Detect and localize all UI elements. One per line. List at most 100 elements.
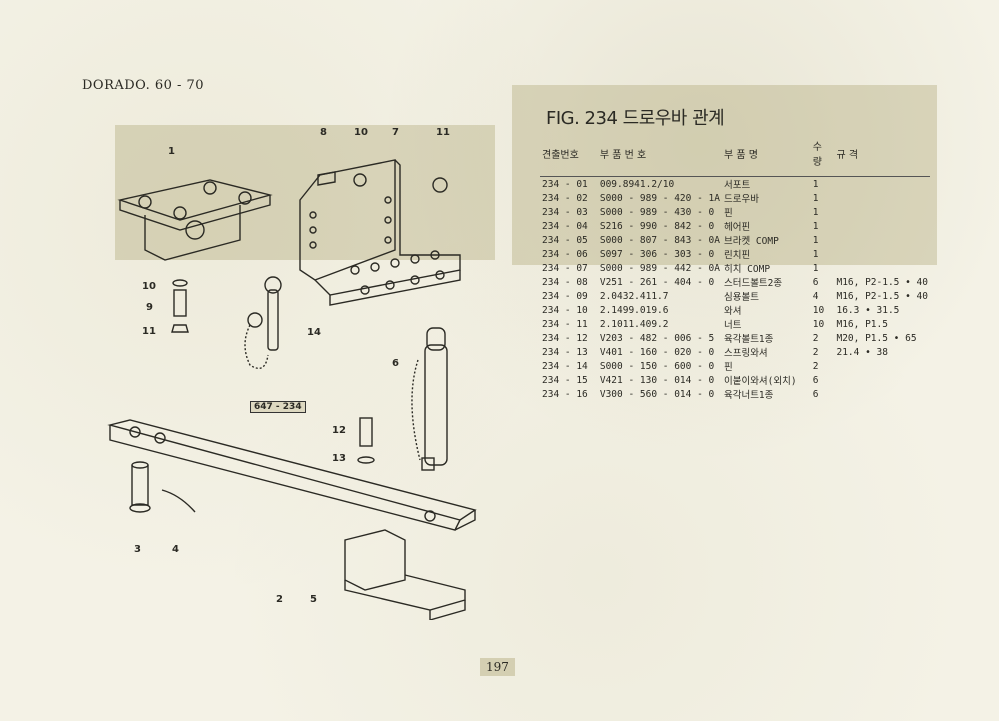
callout-3: 3 bbox=[134, 544, 141, 555]
table-cell: 이붙이와셔(외치) bbox=[723, 376, 797, 387]
callout-14: 14 bbox=[307, 327, 321, 338]
table-cell: S097 - 306 - 303 - 0 bbox=[599, 248, 715, 260]
table-cell: 234 - 07 bbox=[542, 262, 588, 274]
table-cell: 드로우바 bbox=[723, 194, 759, 205]
table-cell: 234 - 15 bbox=[542, 374, 588, 386]
figure-reference: 647 - 234 bbox=[250, 401, 306, 413]
support-plate bbox=[117, 179, 273, 261]
table-cell: 1 bbox=[812, 248, 819, 260]
table-cell: 2.0432.411.7 bbox=[599, 290, 669, 302]
table-cell bbox=[834, 233, 930, 247]
pin-with-chain bbox=[244, 276, 282, 369]
table-cell: 234 - 05 bbox=[542, 234, 588, 246]
hitch-comp bbox=[411, 327, 448, 471]
callout-7: 7 bbox=[392, 127, 399, 138]
table-cell: 2 bbox=[812, 332, 819, 344]
pin bbox=[129, 461, 151, 513]
scan-shade-left bbox=[115, 125, 495, 260]
table-cell: 육각너트1종 bbox=[723, 390, 774, 401]
table-cell: 스프링와셔 bbox=[723, 348, 768, 359]
hex-bolt bbox=[359, 417, 373, 447]
table-cell: V251 - 261 - 404 - 0 bbox=[599, 276, 715, 288]
table-cell: 234 - 13 bbox=[542, 346, 588, 358]
table-cell: 육각볼트1종 bbox=[723, 334, 774, 345]
table-cell bbox=[834, 219, 930, 233]
callout-10-b: 10 bbox=[142, 281, 156, 292]
callout-8: 8 bbox=[320, 127, 327, 138]
table-cell: 2.1499.019.6 bbox=[599, 304, 669, 316]
table-cell: 6 bbox=[812, 388, 819, 400]
table-cell: 21.4 • 38 bbox=[836, 346, 888, 358]
table-cell: 4 bbox=[812, 290, 819, 302]
table-cell: 헤어핀 bbox=[723, 222, 751, 233]
table-cell: 234 - 02 bbox=[542, 192, 588, 204]
callout-12: 12 bbox=[332, 425, 346, 436]
bolt-stack bbox=[171, 279, 189, 333]
table-cell: 234 - 08 bbox=[542, 276, 588, 288]
table-cell bbox=[834, 205, 930, 219]
table-cell: 16.3 • 31.5 bbox=[836, 304, 900, 316]
table-cell: 234 - 01 bbox=[542, 178, 588, 190]
table-cell: 린치핀 bbox=[723, 250, 751, 261]
table-cell: 2 bbox=[812, 360, 819, 372]
table-cell bbox=[834, 359, 930, 373]
table-cell: 234 - 03 bbox=[542, 206, 588, 218]
table-cell: V421 - 130 - 014 - 0 bbox=[599, 374, 715, 386]
table-cell: 234 - 14 bbox=[542, 360, 588, 372]
washer bbox=[353, 173, 367, 187]
callout-11-b: 11 bbox=[142, 326, 156, 337]
table-cell bbox=[834, 191, 930, 205]
table-cell: 1 bbox=[812, 262, 819, 274]
table-cell: 234 - 12 bbox=[542, 332, 588, 344]
table-cell: 2 bbox=[812, 346, 819, 358]
model-header: DORADO. 60 - 70 bbox=[82, 78, 205, 93]
table-cell: 10 bbox=[812, 318, 825, 330]
table-cell: 너트 bbox=[723, 320, 742, 331]
table-cell: S000 - 807 - 843 - 0A bbox=[599, 234, 720, 246]
table-cell: 2.1011.409.2 bbox=[599, 318, 669, 330]
table-cell: 234 - 09 bbox=[542, 290, 588, 302]
table-cell: M16, P2-1.5 • 40 bbox=[836, 276, 928, 288]
table-cell bbox=[834, 387, 930, 401]
spring-washer bbox=[357, 456, 375, 464]
page-number: 197 bbox=[480, 658, 515, 676]
table-cell bbox=[834, 247, 930, 261]
callout-10: 10 bbox=[354, 127, 368, 138]
table-cell: 핀 bbox=[723, 208, 733, 219]
table-row: 234 - 12 V203 - 482 - 006 - 5 육각볼트1종 2 M20, … bbox=[540, 331, 930, 346]
table-row: 234 - 06 S097 - 306 - 303 - 0 린치핀 1 bbox=[540, 247, 930, 262]
nut bbox=[432, 177, 448, 193]
col-part-name: 부 품 명 bbox=[721, 138, 811, 177]
table-cell: V203 - 482 - 006 - 5 bbox=[599, 332, 715, 344]
table-cell: M16, P2-1.5 • 40 bbox=[836, 290, 928, 302]
table-cell: 6 bbox=[812, 374, 819, 386]
table-row: 234 - 16 V300 - 560 - 014 - 0 육각너트1종 6 bbox=[540, 387, 930, 402]
table-cell: 서포트 bbox=[723, 180, 751, 191]
callout-9: 9 bbox=[146, 302, 153, 313]
table-cell: 1 bbox=[812, 192, 819, 204]
table-cell: 와셔 bbox=[723, 306, 742, 317]
table-cell: M16, P1.5 bbox=[836, 318, 888, 330]
table-cell: 234 - 16 bbox=[542, 388, 588, 400]
table-cell: S000 - 150 - 600 - 0 bbox=[599, 360, 715, 372]
callout-2: 2 bbox=[276, 594, 283, 605]
table-cell bbox=[834, 373, 930, 387]
bracket-comp bbox=[299, 159, 461, 306]
col-quantity: 수 량 bbox=[810, 138, 835, 177]
table-cell bbox=[834, 177, 930, 192]
table-cell: S000 - 989 - 442 - 0A bbox=[599, 262, 720, 274]
table-cell: 234 - 06 bbox=[542, 248, 588, 260]
table-cell: 10 bbox=[812, 304, 825, 316]
table-cell: V300 - 560 - 014 - 0 bbox=[599, 388, 715, 400]
callout-13: 13 bbox=[332, 453, 346, 464]
table-cell: 1 bbox=[812, 220, 819, 232]
table-cell: M20, P1.5 • 65 bbox=[836, 332, 917, 344]
support-block bbox=[344, 529, 466, 620]
